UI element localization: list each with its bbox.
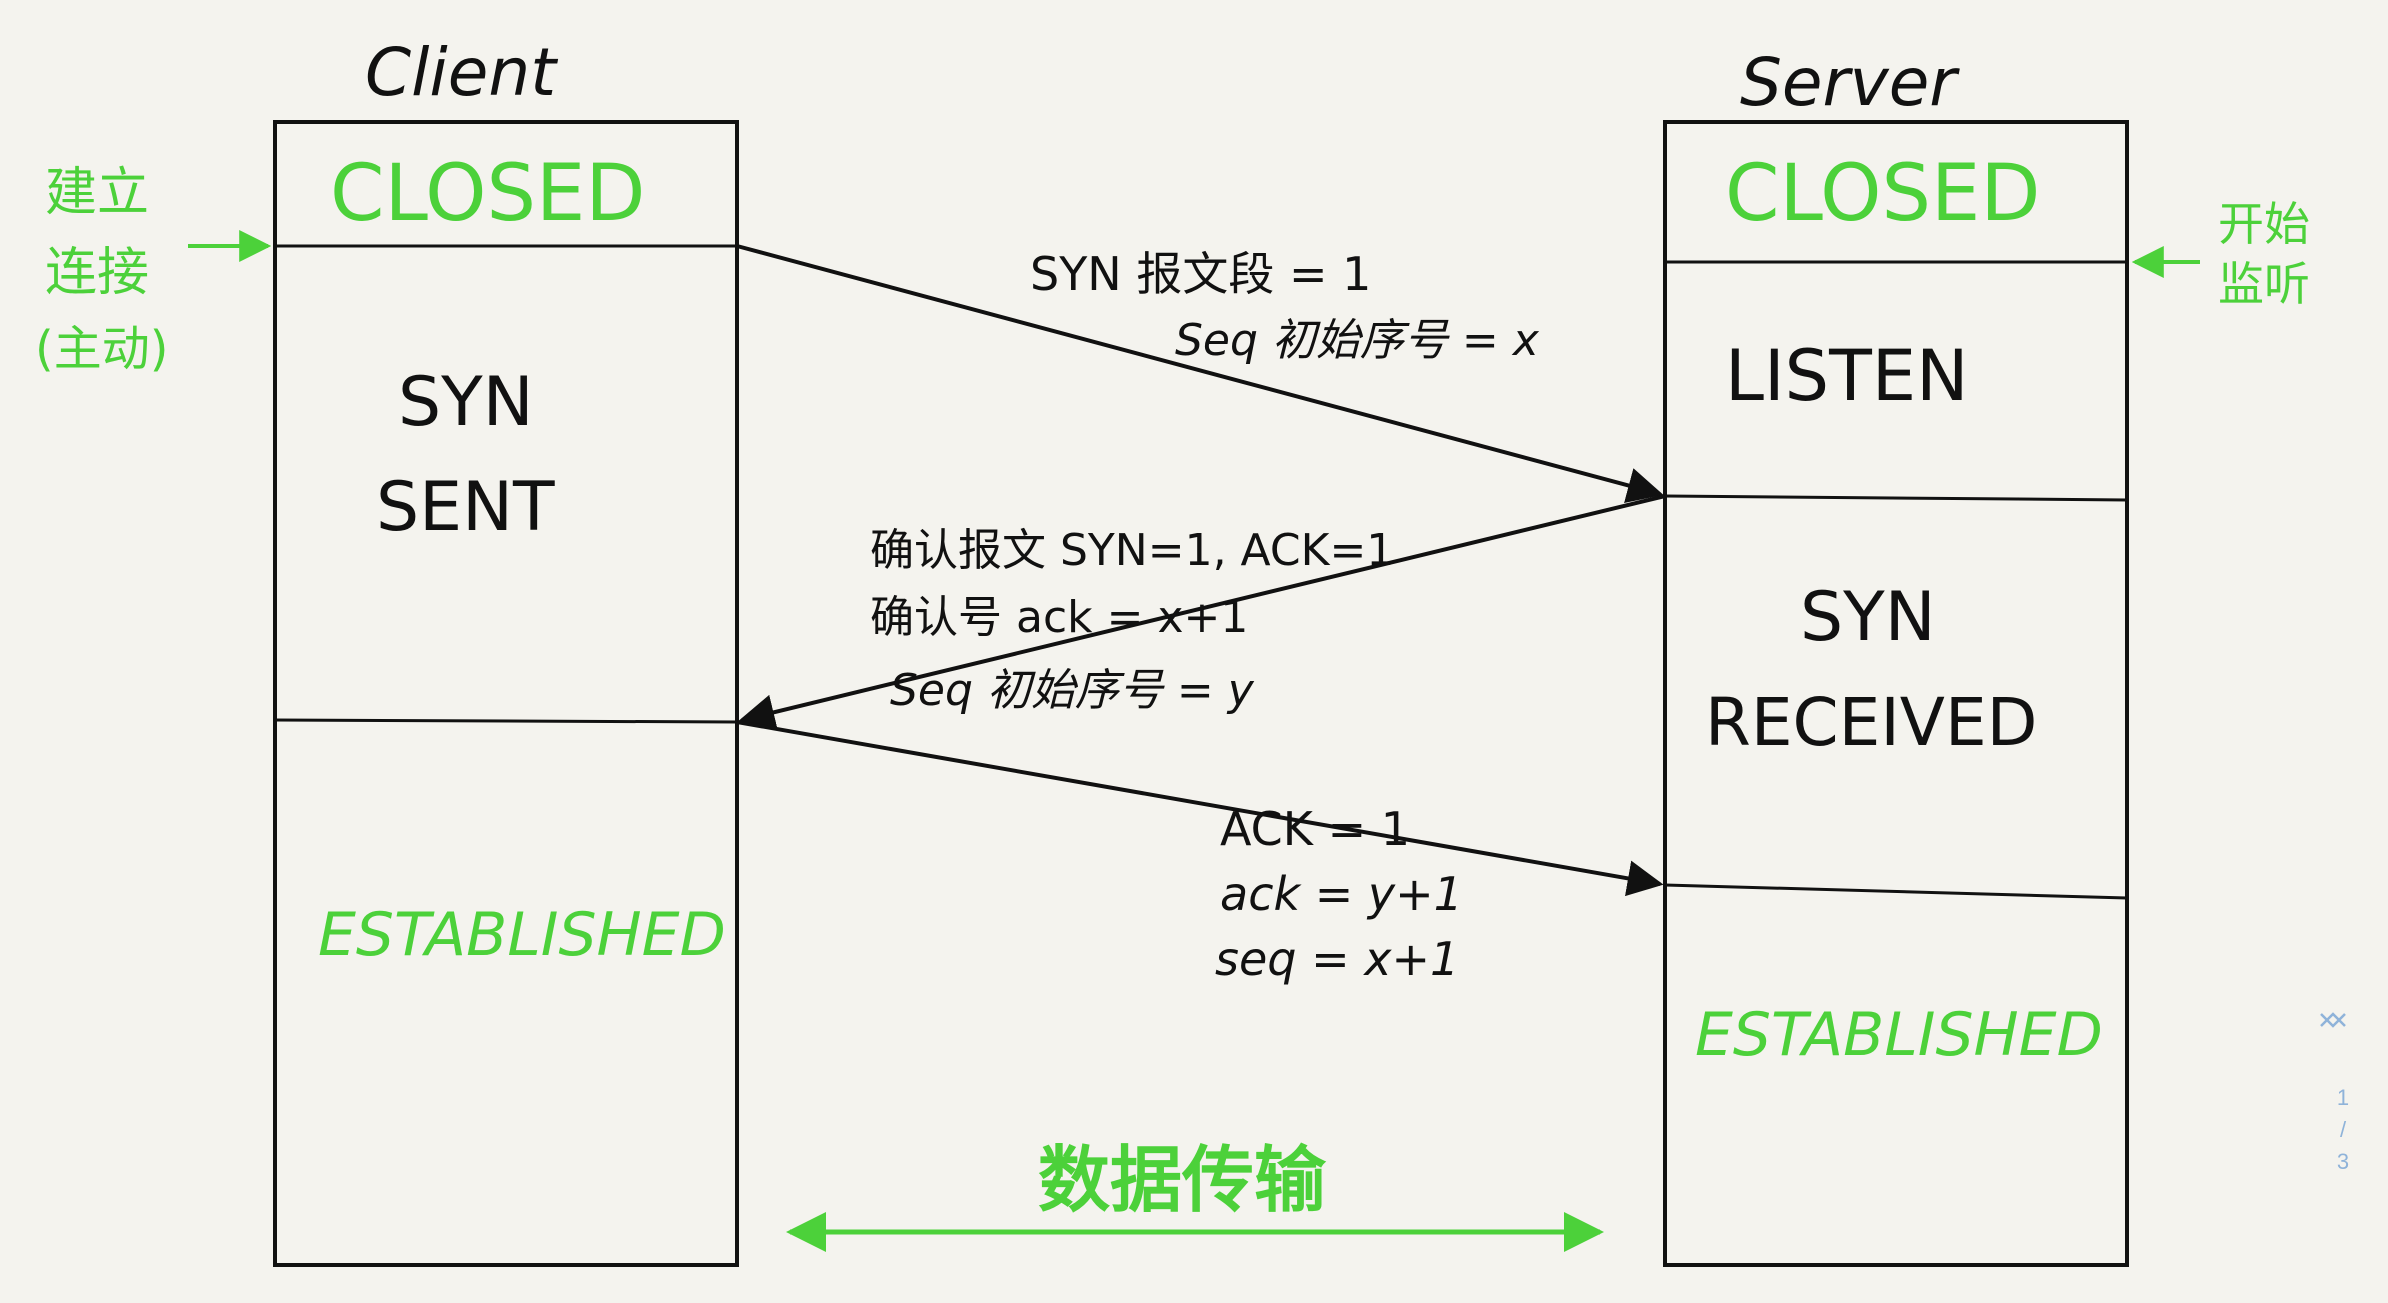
- server-state-closed: CLOSED: [1725, 149, 2040, 239]
- ack-arrow: [736, 720, 1664, 897]
- page-current: 1: [2336, 1085, 2350, 1110]
- data-transfer-label: 数据传输: [1038, 1138, 1327, 1222]
- syn-arrow: [736, 244, 1664, 503]
- page-down-button[interactable]: [2320, 1013, 2363, 1250]
- page-navigator: 1 / 3: [2318, 1010, 2368, 1250]
- client-state-closed: CLOSED: [330, 149, 645, 239]
- ack-label-3: seq = x+1: [1215, 932, 1459, 986]
- establish-connection-note: 建立 连接 (主动): [35, 163, 272, 377]
- server-timeline-box: [1663, 120, 2129, 1267]
- client-timeline-box: [273, 120, 739, 1267]
- server-title: Server: [1740, 44, 1960, 121]
- page-separator: /: [2339, 1117, 2347, 1142]
- client-state-syn-sent-1: SYN: [398, 363, 534, 442]
- synack-label-3: Seq 初始序号 = y: [890, 665, 1255, 716]
- page-total: 3: [2336, 1149, 2350, 1174]
- synack-arrow: [738, 494, 1666, 730]
- page-up-button[interactable]: [2320, 1010, 2363, 1040]
- chevron-up-icon: [2320, 1012, 2346, 1027]
- establish-note-line2: 连接: [45, 243, 149, 303]
- client-state-established: ESTABLISHED: [318, 900, 726, 970]
- syn-label-1: SYN 报文段 = 1: [1030, 247, 1371, 301]
- syn-label-2: Seq 初始序号 = x: [1175, 315, 1540, 366]
- server-state-listen: LISTEN: [1725, 335, 1968, 417]
- client-title: Client: [365, 34, 558, 111]
- listen-note-line2: 监听: [2218, 257, 2310, 311]
- page-indicator: 1 / 3: [2337, 1085, 2349, 1175]
- ack-label-2: ack = y+1: [1220, 867, 1463, 921]
- establish-note-line3: (主动): [35, 321, 168, 377]
- synack-label-1: 确认报文 SYN=1, ACK=1: [870, 525, 1394, 576]
- start-listen-note: 开始 监听: [2131, 197, 2310, 311]
- ack-label-1: ACK = 1: [1220, 802, 1410, 856]
- synack-label-2: 确认号 ack = x+1: [870, 592, 1248, 643]
- chevron-down-icon: [2320, 1013, 2346, 1028]
- data-transfer: 数据传输: [786, 1138, 1604, 1252]
- client-state-syn-sent-2: SENT: [376, 468, 555, 547]
- listen-note-line1: 开始: [2218, 197, 2310, 251]
- server-state-syn-received-1: SYN: [1800, 578, 1936, 657]
- server-state-syn-received-2: RECEIVED: [1705, 684, 2037, 761]
- server-state-established: ESTABLISHED: [1695, 1000, 2103, 1070]
- establish-note-line1: 建立: [45, 163, 149, 223]
